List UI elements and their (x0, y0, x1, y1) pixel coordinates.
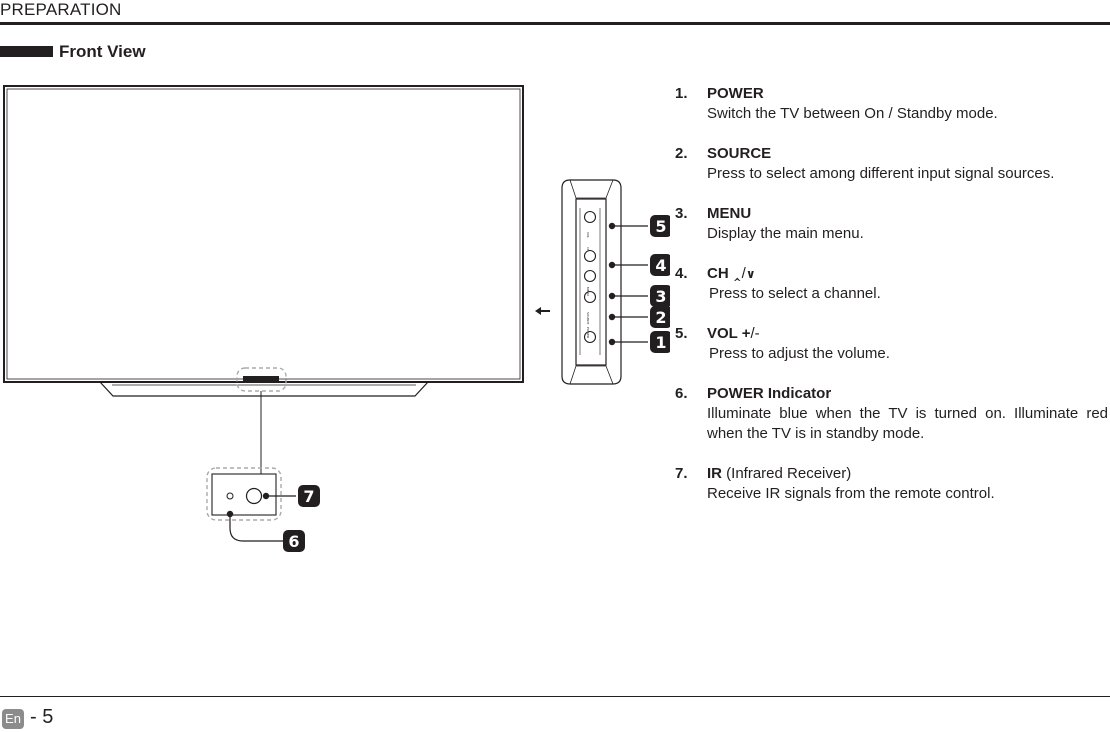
item-title-text: IR (707, 465, 722, 482)
svg-text:3: 3 (655, 287, 666, 306)
callout-7: 7 (298, 485, 320, 507)
front-view-figure: 7 6 VOL CH MENU SOURCE POWER 5 4 3 (3, 85, 670, 552)
item-title: CH ‸/∨ (707, 264, 1108, 284)
item-description: Press to select a channel. (709, 285, 881, 302)
callout-6: 6 (283, 530, 305, 552)
sensor-detail-box (211, 473, 277, 516)
vol-button (583, 210, 597, 224)
item-title: VOL +/- (707, 324, 1108, 344)
item-title-suffix: /- (750, 325, 760, 342)
item-title: MENU (707, 205, 752, 222)
panel-label-source: SOURCE (586, 312, 590, 324)
item-number: 7. (675, 465, 688, 482)
item-title-text: CH (707, 265, 729, 282)
item-description: Press to select among different input si… (707, 165, 1055, 182)
sensor-highlight (236, 367, 287, 392)
item-title: IR (Infrared Receiver) (707, 464, 1108, 484)
item-description: Press to adjust the volume. (709, 345, 890, 362)
svg-text:5: 5 (655, 217, 666, 236)
footer-rule (0, 696, 1110, 697)
item-description: Switch the TV between On / Standby mode. (707, 105, 998, 122)
item-number: 3. (675, 205, 688, 222)
tv-sensor-strip (243, 376, 279, 381)
list-item: 4. CH ‸/∨ Press to select a channel. (675, 264, 1108, 304)
control-panel-housing (561, 179, 622, 385)
list-item: 7. IR (Infrared Receiver) Receive IR sig… (675, 464, 1108, 504)
tv-stand (98, 381, 430, 397)
page-header-title: PREPARATION (0, 0, 122, 19)
item-description: Receive IR signals from the remote contr… (707, 485, 995, 502)
list-item: 3. MENU Display the main menu. (675, 204, 1108, 244)
item-number: 6. (675, 385, 688, 402)
control-panel-face (575, 198, 607, 366)
control-description-list: 1. POWER Switch the TV between On / Stan… (675, 84, 1108, 504)
sensor-detail-highlight (206, 467, 282, 521)
tv-screen (6, 88, 521, 380)
side-arrow-icon (535, 307, 550, 315)
svg-text:4: 4 (655, 256, 666, 275)
section-title: Front View (59, 42, 146, 61)
sensor-detail (206, 467, 296, 542)
svg-text:7: 7 (303, 487, 314, 506)
callout-3: 3 (650, 285, 670, 307)
section-marker-bar (0, 46, 53, 57)
chevron-up-icon: ‸ (732, 267, 742, 281)
item-number: 5. (675, 325, 688, 342)
svg-text:1: 1 (655, 333, 666, 352)
header-rule (0, 22, 1110, 25)
item-title-suffix: (Infrared Receiver) (722, 465, 852, 482)
item-number: 4. (675, 265, 688, 282)
item-number: 2. (675, 145, 688, 162)
page-number: - 5 (30, 706, 54, 728)
ir-receiver (245, 487, 263, 505)
list-item: 2. SOURCE Press to select among differen… (675, 144, 1108, 184)
panel-label-vol: VOL (586, 232, 590, 238)
panel-label-power: POWER (586, 327, 590, 338)
chevron-down-icon: ∨ (745, 267, 756, 281)
item-title-text: VOL + (707, 325, 751, 342)
item-description: Display the main menu. (707, 225, 864, 242)
tv-frame (3, 85, 524, 383)
item-title: POWER (707, 85, 764, 102)
item-title: SOURCE (707, 145, 772, 162)
control-panel: VOL CH MENU SOURCE POWER (561, 179, 648, 385)
list-item: 5. VOL +/- Press to adjust the volume. (675, 324, 1108, 364)
ch-button (583, 249, 597, 263)
callout-2: 2 (650, 306, 670, 328)
callout-4: 4 (650, 254, 670, 276)
panel-label-menu: MENU (586, 287, 590, 296)
list-item: 6. POWER Indicator Illuminate blue when … (675, 384, 1108, 444)
item-title: POWER Indicator (707, 385, 832, 402)
callout-1: 1 (650, 331, 670, 353)
panel-label-ch: CH (586, 247, 590, 251)
item-description: Illuminate blue when the TV is turned on… (707, 405, 1108, 442)
svg-text:2: 2 (655, 308, 666, 327)
power-indicator-led (226, 492, 234, 500)
item-number: 1. (675, 85, 688, 102)
tv-illustration (3, 85, 524, 397)
power-button (583, 330, 597, 344)
source-button (583, 290, 597, 304)
callout-5: 5 (650, 215, 670, 237)
svg-text:6: 6 (288, 532, 299, 551)
language-badge: En (2, 709, 24, 729)
menu-button (583, 269, 597, 283)
item-title-suffix: / (741, 265, 746, 282)
list-item: 1. POWER Switch the TV between On / Stan… (675, 84, 1108, 124)
